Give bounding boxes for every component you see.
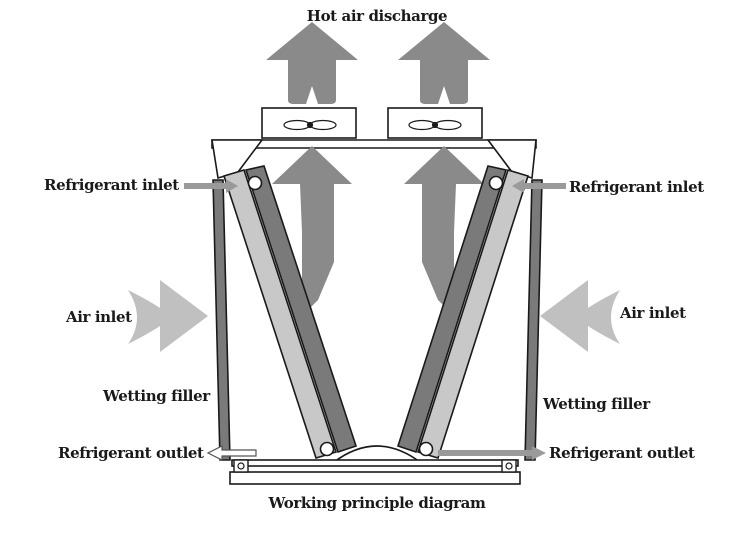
inner-air-arrow-left bbox=[272, 146, 352, 316]
refrigerant-inlet-label-left: Refrigerant inlet bbox=[44, 176, 179, 194]
air-inlet-arrow-right bbox=[540, 280, 620, 352]
header-pipe-right-bottom bbox=[418, 441, 434, 457]
refrigerant-outlet-arrow-right bbox=[438, 446, 546, 460]
wetting-filler-label-left: Wetting filler bbox=[103, 387, 210, 405]
refrigerant-inlet-arrow-left bbox=[184, 179, 238, 193]
refrigerant-inlet-arrow-right bbox=[512, 179, 566, 193]
coil-panel-right-dark bbox=[396, 165, 508, 454]
header-pipe-left-bottom bbox=[319, 441, 335, 457]
top-deck bbox=[211, 139, 537, 149]
header-pipe-right-top bbox=[488, 175, 504, 191]
hot-air-discharge-label: Hot air discharge bbox=[306, 7, 448, 25]
refrigerant-outlet-arrow-left bbox=[206, 445, 257, 461]
support-right-bolt bbox=[505, 462, 513, 470]
coil-panel-right-light bbox=[416, 169, 530, 459]
air-inlet-label-right: Air inlet bbox=[620, 304, 686, 322]
diagram-caption: Working principle diagram bbox=[268, 494, 486, 512]
base-frame bbox=[229, 471, 521, 485]
fan-icon bbox=[408, 119, 462, 131]
wetting-filler-label-right: Wetting filler bbox=[543, 395, 650, 413]
refrigerant-inlet-label-right: Refrigerant inlet bbox=[569, 178, 704, 196]
coil-panel-left-light bbox=[222, 169, 338, 459]
wetting-filler-right bbox=[524, 179, 543, 461]
support-left-bolt bbox=[237, 462, 245, 470]
inner-air-arrow-right bbox=[404, 146, 484, 316]
coil-panel-left-dark bbox=[244, 165, 358, 454]
hot-air-arrow-right bbox=[398, 22, 490, 104]
fan-icon bbox=[283, 119, 337, 131]
air-inlet-arrow-left bbox=[128, 280, 208, 352]
hot-air-arrow-left bbox=[266, 22, 358, 104]
refrigerant-outlet-label-right: Refrigerant outlet bbox=[549, 444, 695, 462]
header-pipe-left-top bbox=[247, 175, 263, 191]
air-inlet-label-left: Air inlet bbox=[66, 308, 132, 326]
refrigerant-outlet-label-left: Refrigerant outlet bbox=[58, 444, 204, 462]
wetting-filler-left bbox=[212, 179, 231, 461]
base-rail-top bbox=[231, 459, 519, 467]
